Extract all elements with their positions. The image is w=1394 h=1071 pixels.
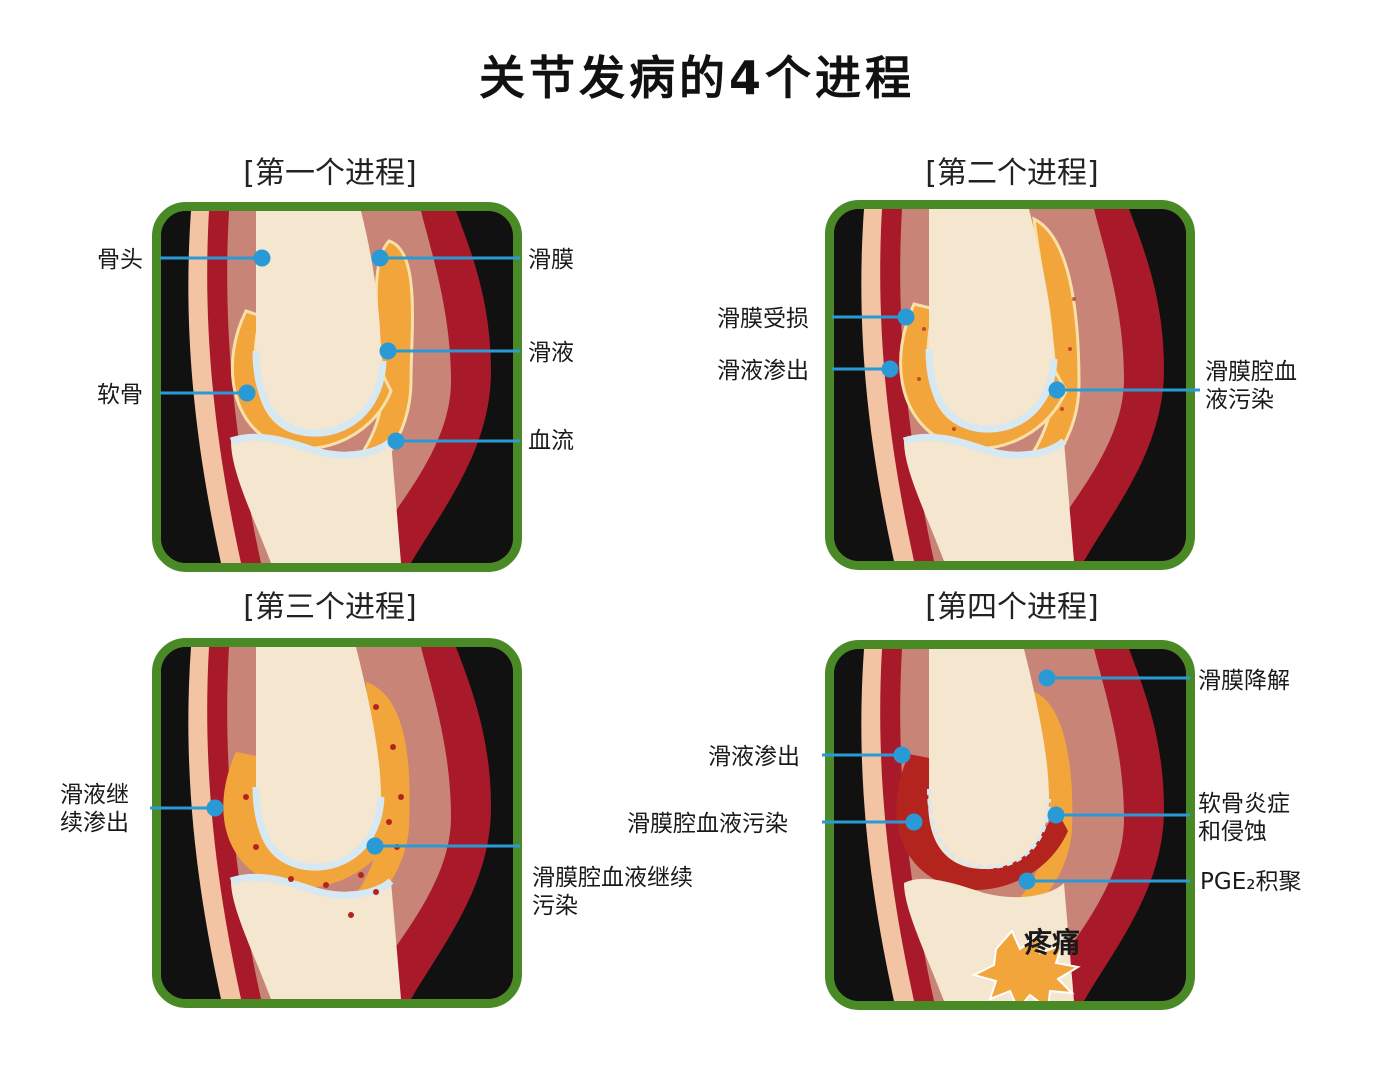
bone-label: 骨头 [97,247,143,273]
stage-3-joint-illustration [161,647,513,999]
stage-2-joint-illustration [834,209,1186,561]
stage-3-title: [第三个进程] [243,590,417,625]
cartilage-label: 软骨 [97,382,143,408]
cavity-contamination-label-2: 滑膜腔血液污染 [1205,359,1297,413]
stage-1-joint-panel [152,202,522,572]
blood-flow-label: 血流 [528,428,574,454]
pge2-label: PGE₂积聚 [1200,869,1302,895]
stage-1-title: [第一个进程] [243,156,417,191]
pain-label: 疼痛 [1024,926,1081,959]
stage-2-title: [第二个进程] [925,156,1099,191]
fluid-exudation-label-4: 滑液渗出 [708,744,800,770]
stage-4-joint-illustration [834,649,1186,1001]
fluid-exudation-label-2: 滑液渗出 [717,358,809,384]
stage-2-joint-panel [825,200,1195,570]
stage-4-joint-panel: 疼痛 [825,640,1195,1010]
synovium-degradation-label: 滑膜降解 [1198,668,1290,694]
synovial-fluid-label: 滑液 [528,340,574,366]
stage-3-joint-panel [152,638,522,1008]
stage-1-joint-illustration [161,211,513,563]
stage-4-title: [第四个进程] [925,590,1099,625]
cartilage-inflammation-label: 软骨炎症和侵蚀 [1198,791,1290,845]
main-title: 关节发病的4个进程 [478,51,915,105]
cavity-continued-label: 滑膜腔血液继续污染 [532,865,693,919]
cavity-contamination-label-4: 滑膜腔血液污染 [627,811,788,837]
synovium-label: 滑膜 [528,247,574,273]
synovium-damaged-label: 滑膜受损 [717,306,809,332]
fluid-continued-label: 滑液继续渗出 [60,782,129,836]
